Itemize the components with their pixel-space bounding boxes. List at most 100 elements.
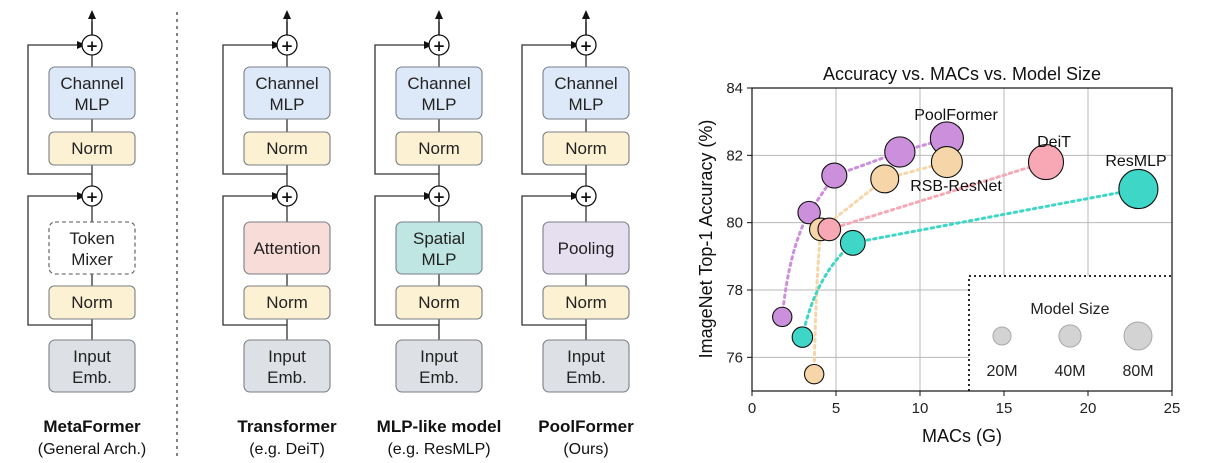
norm-block-top <box>395 131 483 166</box>
legend-size-label: 80M <box>1122 363 1153 380</box>
series-label-resmlp: ResMLP <box>1105 153 1166 170</box>
arch-subtitle: (e.g. ResMLP) <box>387 441 490 458</box>
arch-subtitle: (e.g. DeiT) <box>249 441 325 458</box>
arch-transformer: Channel MLP Norm Attention Norm Input Em… <box>222 10 337 458</box>
add-symbol-top: + <box>580 37 593 55</box>
point-poolformer <box>821 162 848 189</box>
point-rsb-resnet <box>803 363 825 385</box>
residual-connection-top <box>521 41 586 175</box>
channel-mlp-label-line1: Channel <box>255 74 318 93</box>
add-symbol-bottom: + <box>433 188 446 206</box>
legend-frame <box>968 275 1172 391</box>
token-mixer-block <box>48 221 136 275</box>
attention-block <box>243 221 331 275</box>
channel-mlp-label-line1: Channel <box>554 74 617 93</box>
input-label-line1: Input <box>268 347 306 366</box>
channel-mlp-block <box>48 66 136 120</box>
add-symbol-bottom: + <box>580 188 593 206</box>
point-resmlp <box>839 229 866 256</box>
arch-title: MetaFormer <box>43 417 141 436</box>
norm-label-bottom: Norm <box>565 293 607 312</box>
add-symbol-bottom: + <box>281 188 294 206</box>
add-node-bottom <box>276 185 298 207</box>
add-node-bottom <box>81 185 103 207</box>
channel-mlp-label-line2: MLP <box>569 95 604 114</box>
input-label-line2: Emb. <box>419 368 459 387</box>
arch-metaformer: Channel MLP Norm Token Mixer Norm Input … <box>27 10 146 458</box>
x-tick-label: 25 <box>1164 400 1181 417</box>
point-poolformer <box>772 306 793 328</box>
point-deit <box>817 217 842 242</box>
input-label-line2: Emb. <box>72 368 112 387</box>
input-embedding-block <box>48 339 136 393</box>
x-tick-label: 0 <box>748 400 756 417</box>
add-symbol-top: + <box>433 37 446 55</box>
norm-label-top: Norm <box>71 139 113 158</box>
arch-subtitle: (General Arch.) <box>38 441 146 458</box>
y-tick-label: 84 <box>726 80 743 97</box>
x-axis-label: MACs (G) <box>922 426 1002 446</box>
pooling-block <box>542 221 630 275</box>
legend-title: Model Size <box>1030 301 1109 318</box>
arch-subtitle: (Ours) <box>563 441 608 458</box>
y-axis-label: ImageNet Top-1 Accuracy (%) <box>696 120 716 359</box>
arch-mlp-like: Channel MLP Norm Spatial MLP Norm Input … <box>374 10 501 458</box>
residual-connection-top <box>27 41 92 175</box>
plot-frame <box>751 87 1173 392</box>
pooling-label: Pooling <box>558 239 615 258</box>
arch-title: Transformer <box>237 417 337 436</box>
legend-size-marker <box>992 326 1012 346</box>
norm-block-bottom <box>542 285 630 320</box>
token-mixer-label-line1: Token <box>69 229 114 248</box>
y-tick-label: 76 <box>726 349 743 366</box>
channel-mlp-label-line2: MLP <box>422 95 457 114</box>
point-deit <box>1027 143 1065 181</box>
residual-connection-bottom <box>521 192 586 326</box>
spatial-mlp-block <box>395 221 483 275</box>
series-label-deit: DeiT <box>1037 134 1071 151</box>
point-poolformer <box>884 136 916 168</box>
arch-title: PoolFormer <box>538 417 634 436</box>
token-mixer-label-line2: Mixer <box>71 250 113 269</box>
input-label-line2: Emb. <box>267 368 307 387</box>
norm-block-bottom <box>48 285 136 320</box>
x-tick-label: 15 <box>996 400 1013 417</box>
norm-block-bottom <box>243 285 331 320</box>
add-node-top <box>428 34 450 56</box>
residual-connection-bottom <box>374 192 439 326</box>
point-rsb-resnet <box>870 164 900 194</box>
norm-block-top <box>243 131 331 166</box>
residual-connection-top <box>222 41 287 175</box>
channel-mlp-label-line1: Channel <box>60 74 123 93</box>
x-tick-label: 20 <box>1080 400 1097 417</box>
norm-label-bottom: Norm <box>266 293 308 312</box>
residual-connection-bottom <box>27 192 92 326</box>
spatial-mlp-label-line1: Spatial <box>413 229 465 248</box>
input-embedding-block <box>542 339 630 393</box>
add-node-top <box>276 34 298 56</box>
point-resmlp <box>1118 168 1159 210</box>
trend-line-deit <box>827 160 1048 231</box>
arch-poolformer: Channel MLP Norm Pooling Norm Input Emb.… <box>521 10 634 458</box>
input-label-line1: Input <box>73 347 111 366</box>
norm-block-bottom <box>395 285 483 320</box>
y-tick-label: 80 <box>726 215 743 232</box>
add-node-bottom <box>575 185 597 207</box>
point-rsb-resnet <box>930 146 963 179</box>
norm-label-top: Norm <box>418 139 460 158</box>
norm-label-bottom: Norm <box>71 293 113 312</box>
add-node-top <box>81 34 103 56</box>
series-label-poolformer: PoolFormer <box>914 107 998 124</box>
channel-mlp-label-line1: Channel <box>407 74 470 93</box>
add-symbol-bottom: + <box>86 188 99 206</box>
trend-line-poolformer <box>780 137 949 319</box>
x-tick-label: 10 <box>912 400 929 417</box>
norm-block-top <box>542 131 630 166</box>
norm-label-bottom: Norm <box>418 293 460 312</box>
input-label-line1: Input <box>567 347 605 366</box>
add-node-bottom <box>428 185 450 207</box>
series-points <box>772 121 1159 385</box>
norm-block-top <box>48 131 136 166</box>
